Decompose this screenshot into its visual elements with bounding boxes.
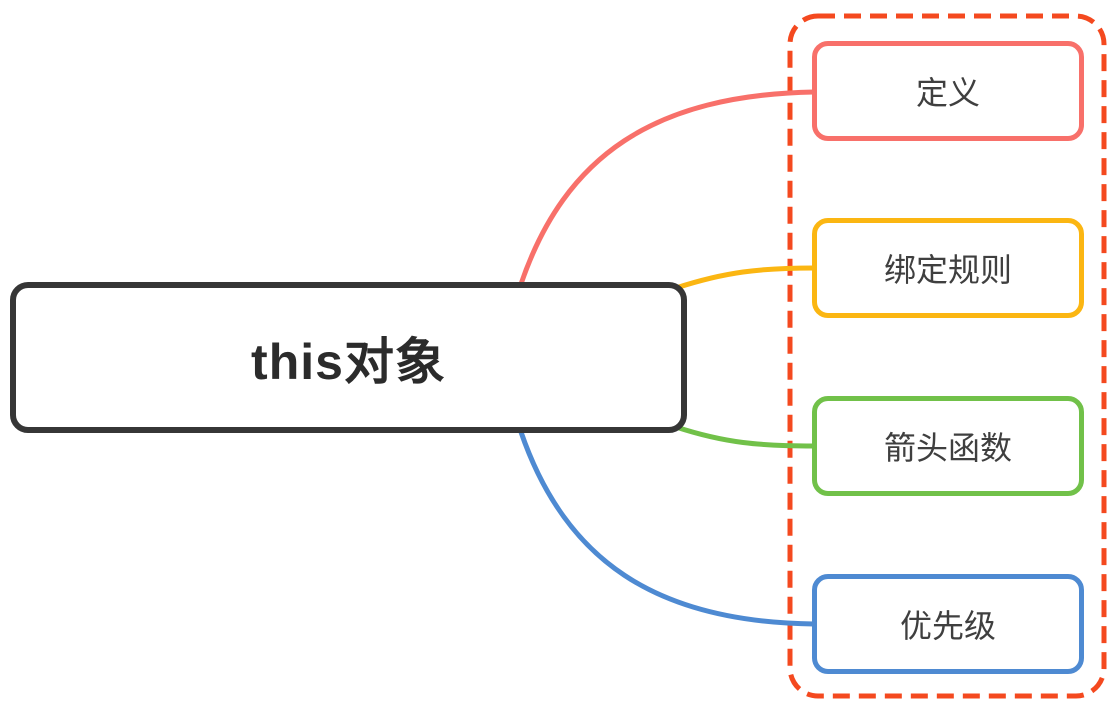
connector-binding-rules: [673, 265, 817, 291]
child-node-label: 绑定规则: [883, 252, 1012, 288]
child-node-definition[interactable]: 定义: [812, 41, 1084, 141]
root-node-label: this对象: [251, 333, 446, 390]
connector-definition: [518, 89, 817, 287]
connector-arrow-function: [673, 424, 817, 449]
child-node-label: 箭头函数: [883, 430, 1012, 466]
child-node-label: 优先级: [899, 608, 996, 644]
connector-priority: [518, 429, 817, 627]
root-node-this-object[interactable]: this对象: [10, 282, 687, 433]
child-node-binding-rules[interactable]: 绑定规则: [812, 218, 1084, 318]
child-node-arrow-function[interactable]: 箭头函数: [812, 396, 1084, 496]
child-node-priority[interactable]: 优先级: [812, 574, 1084, 674]
group-outline: [787, 13, 1107, 699]
child-node-label: 定义: [915, 75, 980, 111]
